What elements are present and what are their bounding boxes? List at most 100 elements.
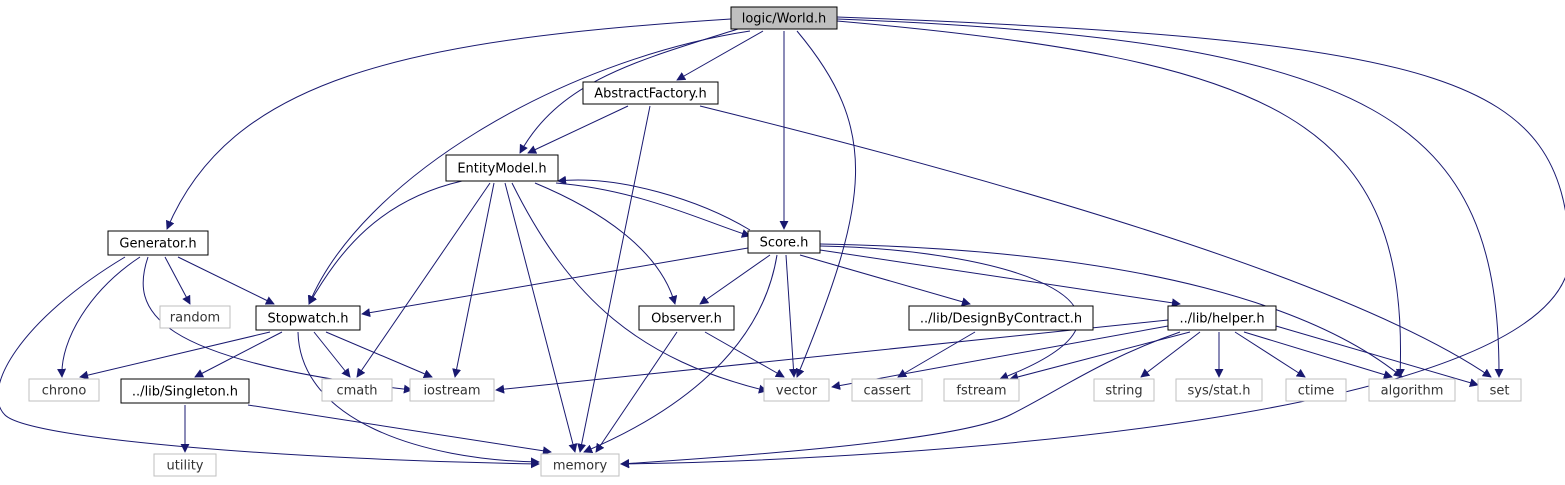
node-helper[interactable]: ../lib/helper.h — [1167, 305, 1277, 331]
nodes-layer: logic/World.hAbstractFactory.hEntityMode… — [28, 6, 1522, 477]
node-box-algorithm — [1368, 378, 1456, 402]
node-label-chrono: chrono — [42, 384, 87, 399]
node-box-fstream — [943, 378, 1020, 402]
node-box-chrono — [28, 378, 100, 402]
node-score[interactable]: Score.h — [747, 230, 821, 254]
edge-world-to-vector — [795, 30, 856, 378]
node-label-fstream: fstream — [956, 384, 1006, 399]
edge-stopwatch-to-memory — [297, 331, 540, 467]
node-set: set — [1477, 378, 1522, 402]
node-label-score: Score.h — [760, 236, 809, 251]
node-label-world: logic/World.h — [742, 12, 827, 27]
node-label-cassert: cassert — [863, 384, 910, 399]
node-label-sysstat: sys/stat.h — [1188, 384, 1251, 399]
node-box-cassert — [851, 378, 923, 402]
edge-helper-to-string — [1140, 331, 1201, 378]
node-iostream: iostream — [409, 378, 495, 402]
node-utility: utility — [153, 453, 217, 477]
node-box-score — [747, 230, 821, 254]
edge-world-to-abstractfactory — [676, 30, 764, 81]
node-entitymodel[interactable]: EntityModel.h — [445, 154, 559, 182]
node-box-dbc — [908, 305, 1094, 331]
edge-score-to-memory — [583, 254, 778, 454]
node-memory: memory — [540, 453, 620, 477]
node-label-entitymodel: EntityModel.h — [457, 162, 546, 177]
edge-score-to-entitymodel — [557, 175, 751, 231]
node-label-set: set — [1490, 384, 1510, 399]
node-dbc[interactable]: ../lib/DesignByContract.h — [908, 305, 1094, 331]
edge-helper-to-vector — [831, 325, 1169, 390]
edge-generator-to-memory — [0, 256, 540, 469]
node-box-memory — [540, 453, 620, 477]
edge-score-to-dbc — [799, 254, 971, 307]
node-label-singleton: ../lib/Singleton.h — [132, 385, 238, 400]
node-label-generator: Generator.h — [119, 237, 196, 252]
node-algorithm: algorithm — [1368, 378, 1456, 402]
node-singleton[interactable]: ../lib/Singleton.h — [120, 378, 250, 404]
node-box-random — [159, 305, 231, 329]
node-box-generator — [107, 230, 209, 256]
edge-world-to-algorithm — [836, 20, 1405, 378]
node-generator[interactable]: Generator.h — [107, 230, 209, 256]
edge-entitymodel-to-memory — [504, 182, 578, 453]
node-observer[interactable]: Observer.h — [638, 305, 735, 331]
edge-dbc-to-cassert — [897, 331, 976, 378]
edge-entitymodel-to-iostream — [452, 182, 495, 378]
node-stopwatch[interactable]: Stopwatch.h — [255, 305, 361, 331]
edge-stopwatch-to-chrono — [79, 331, 271, 380]
node-label-abstractfactory: AbstractFactory.h — [594, 87, 707, 102]
edge-helper-to-fstream — [1009, 331, 1191, 382]
node-box-observer — [638, 305, 735, 331]
edge-world-to-generator — [166, 18, 732, 230]
edge-entitymodel-to-vector — [511, 182, 768, 394]
edge-generator-to-iostream — [142, 256, 413, 394]
node-box-string — [1093, 378, 1155, 402]
edge-helper-to-algorithm — [1243, 331, 1393, 379]
edge-generator-to-chrono — [57, 256, 141, 378]
node-world[interactable]: logic/World.h — [730, 6, 838, 30]
edge-singleton-to-memory — [247, 404, 552, 456]
node-ctime: ctime — [1285, 378, 1347, 402]
node-label-vector: vector — [776, 384, 818, 399]
node-label-ctime: ctime — [1298, 384, 1335, 399]
node-box-world — [730, 6, 838, 30]
node-sysstat: sys/stat.h — [1175, 378, 1263, 402]
node-cmath: cmath — [321, 378, 393, 402]
node-label-iostream: iostream — [423, 384, 480, 399]
node-box-vector — [763, 378, 830, 402]
node-box-sysstat — [1175, 378, 1263, 402]
edge-stopwatch-to-iostream — [325, 331, 433, 378]
node-label-stopwatch: Stopwatch.h — [267, 312, 348, 327]
node-box-singleton — [120, 378, 250, 404]
edge-generator-to-stopwatch — [177, 256, 275, 305]
edge-stopwatch-to-cmath — [313, 331, 351, 378]
node-label-helper: ../lib/helper.h — [1179, 312, 1264, 327]
node-label-string: string — [1105, 384, 1142, 399]
node-abstractfactory[interactable]: AbstractFactory.h — [582, 81, 719, 105]
node-box-entitymodel — [445, 154, 559, 182]
edges-layer — [0, 16, 1565, 469]
node-box-ctime — [1285, 378, 1347, 402]
edge-score-to-observer — [699, 254, 771, 305]
edge-score-to-vector — [785, 254, 798, 378]
node-label-random: random — [170, 311, 220, 326]
node-fstream: fstream — [943, 378, 1020, 402]
edge-score-to-helper — [819, 249, 1181, 308]
node-box-iostream — [409, 378, 495, 402]
edge-entitymodel-to-score — [555, 182, 751, 238]
edge-helper-to-set — [1275, 325, 1479, 388]
edge-helper-to-iostream — [495, 319, 1169, 394]
node-label-dbc: ../lib/DesignByContract.h — [920, 312, 1082, 327]
node-chrono: chrono — [28, 378, 100, 402]
node-random: random — [159, 305, 231, 329]
node-box-set — [1477, 378, 1522, 402]
node-box-cmath — [321, 378, 393, 402]
node-box-helper — [1167, 305, 1277, 331]
node-box-stopwatch — [255, 305, 361, 331]
edge-entitymodel-to-cmath — [356, 182, 491, 378]
edge-abstractfactory-to-memory — [577, 105, 651, 453]
node-label-cmath: cmath — [336, 384, 377, 399]
edge-score-to-fstream — [819, 245, 1079, 381]
edge-score-to-stopwatch — [361, 247, 749, 318]
